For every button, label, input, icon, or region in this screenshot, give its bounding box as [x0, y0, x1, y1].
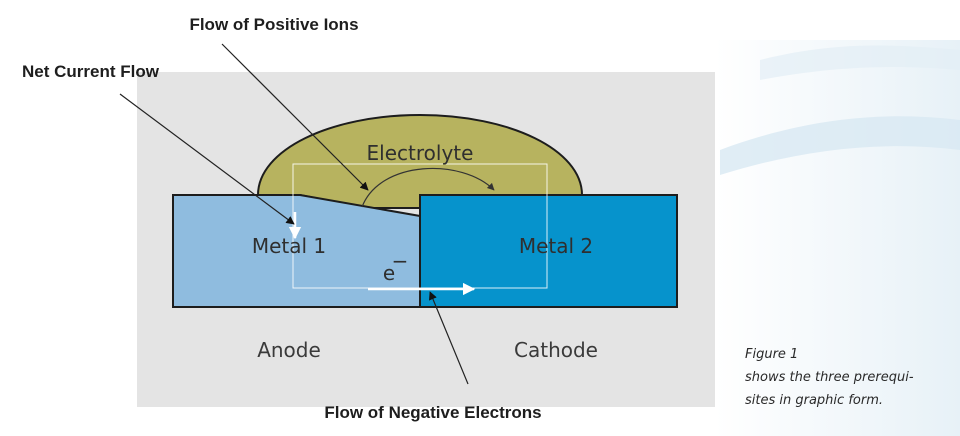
net-current-callout: Net Current Flow [22, 62, 160, 81]
background-wash [715, 40, 960, 436]
caption-line-2: shows the three prerequi- [745, 370, 914, 385]
metal-2-label: Metal 2 [519, 234, 593, 258]
cathode-label: Cathode [514, 338, 598, 362]
electrolyte-dome [256, 113, 584, 209]
electrolyte-label: Electrolyte [367, 141, 474, 165]
caption-line-3: sites in graphic form. [745, 393, 883, 408]
metal-2-block [419, 194, 678, 308]
electron-charge-symbol: − [392, 249, 409, 273]
negative-electrons-leader [429, 291, 469, 385]
net-current-leader [119, 93, 295, 225]
metal-1-label: Metal 1 [252, 234, 326, 258]
background-swirl-2 [760, 45, 960, 80]
positive-ions-leader [221, 43, 369, 191]
negative-electrons-callout: Flow of Negative Electrons [324, 403, 541, 422]
anode-label: Anode [257, 338, 321, 362]
caption-line-1: Figure 1 [745, 347, 798, 362]
ion-flow-arrow [361, 167, 495, 208]
positive-ions-callout: Flow of Positive Ions [189, 15, 358, 34]
background-swirl [720, 116, 960, 175]
electron-symbol: e [383, 261, 395, 285]
